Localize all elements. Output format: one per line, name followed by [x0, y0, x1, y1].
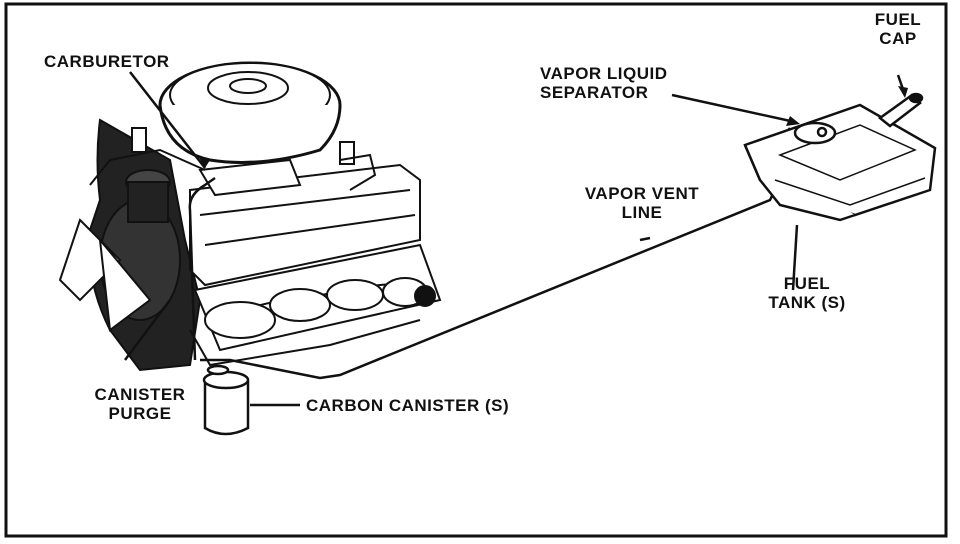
label-canister-purge-line1: CANISTER [94, 385, 186, 404]
label-vapor-vent-line-line2: LINE [621, 203, 663, 222]
arrow-heads [198, 86, 908, 168]
label-vapor-vent-line: VAPOR VENT LINE [562, 184, 722, 222]
label-canister-purge-line2: PURGE [108, 404, 172, 423]
leader-lines [124, 71, 907, 407]
fuel-tank-illustration [743, 92, 937, 222]
label-vapor-vent-line-line1: VAPOR VENT [584, 184, 700, 203]
label-fuel-cap: FUEL CAP [868, 10, 928, 48]
label-carburetor: CARBURETOR [44, 52, 170, 71]
label-carbon-canister: CARBON CANISTER (S) [306, 396, 510, 415]
label-canister-purge: CANISTER PURGE [80, 385, 200, 423]
label-fuel-tank-line2: TANK (S) [768, 293, 846, 312]
label-fuel-tank: FUEL TANK (S) [752, 274, 862, 312]
label-fuel-cap-line2: CAP [879, 29, 917, 48]
diagram-border [4, 2, 948, 538]
carbon-canister-illustration [202, 364, 250, 436]
engine-illustration [58, 61, 442, 372]
label-vapor-liquid-separator-line1: VAPOR LIQUID [540, 64, 668, 83]
label-vapor-liquid-separator: VAPOR LIQUID SEPARATOR [540, 64, 668, 102]
label-fuel-tank-line1: FUEL [783, 274, 831, 293]
label-vapor-liquid-separator-line2: SEPARATOR [540, 83, 649, 102]
label-fuel-cap-line1: FUEL [874, 10, 922, 29]
